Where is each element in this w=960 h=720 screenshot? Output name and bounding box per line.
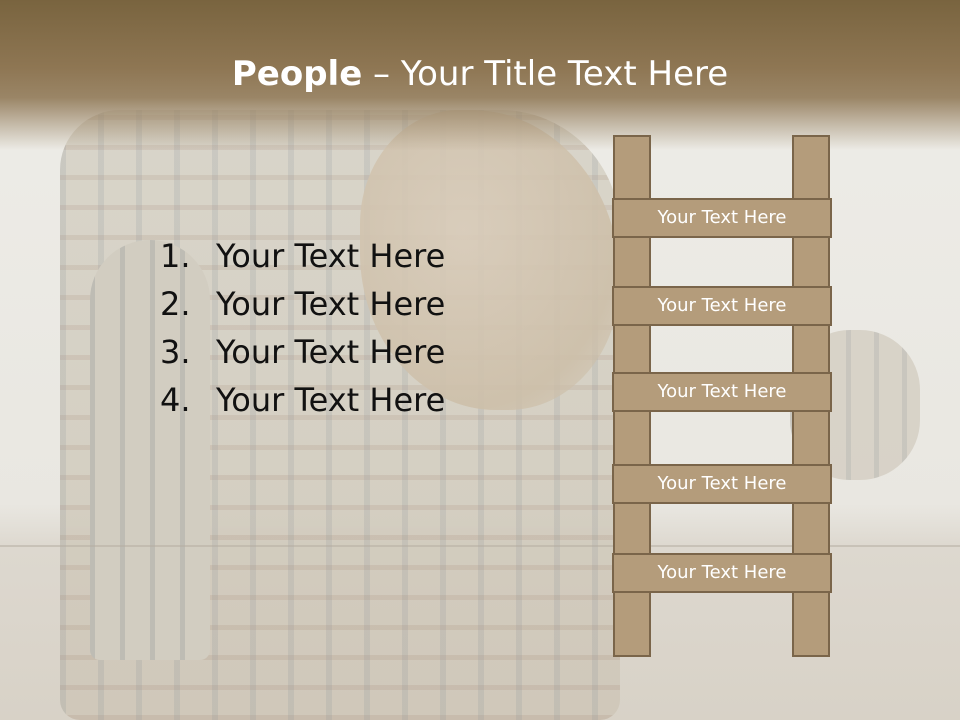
list-number: 2.: [160, 285, 191, 323]
armchair-left-arm: [90, 240, 210, 660]
title-rest: – Your Title Text Here: [362, 54, 729, 94]
ladder-rung: Your Text Here: [612, 198, 832, 238]
list-text: Your Text Here: [216, 333, 446, 371]
list-text: Your Text Here: [216, 381, 446, 419]
ladder-rung: Your Text Here: [612, 464, 832, 504]
dog-image: [360, 110, 620, 410]
ladder-rung: Your Text Here: [612, 286, 832, 326]
list-text: Your Text Here: [216, 285, 446, 323]
baseboard: [0, 545, 960, 547]
list-item: 1. Your Text Here: [160, 232, 445, 280]
list-text: Your Text Here: [216, 237, 446, 275]
title-bold: People: [231, 54, 363, 94]
list-item: 3. Your Text Here: [160, 328, 445, 376]
list-number: 4.: [160, 381, 191, 419]
title-bar: [0, 0, 960, 150]
list-item: 2. Your Text Here: [160, 280, 445, 328]
list-number: 1.: [160, 237, 191, 275]
slide-title: People – Your Title Text Here: [0, 52, 960, 96]
list-item: 4. Your Text Here: [160, 376, 445, 424]
numbered-list: 1. Your Text Here 2. Your Text Here 3. Your…: [160, 232, 445, 424]
ladder-rung: Your Text Here: [612, 553, 832, 593]
ladder-rung: Your Text Here: [612, 372, 832, 412]
list-number: 3.: [160, 333, 191, 371]
